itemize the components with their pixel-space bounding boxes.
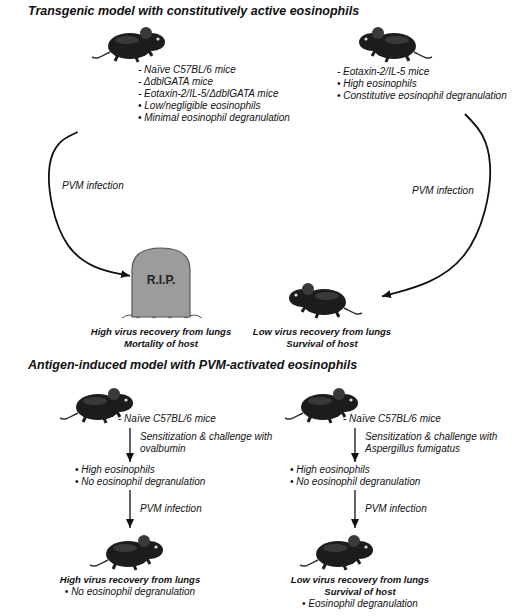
- text-block: High virus recovery from lungsMortality …: [61, 326, 261, 350]
- connector-label: Sensitization & challenge with Aspergill…: [365, 431, 515, 455]
- description-text: • High eosinophils: [75, 464, 235, 476]
- connector-label: PVM infection: [365, 503, 455, 515]
- text-block: • High eosinophils• No eosinophil degran…: [75, 464, 235, 488]
- mouse-illustration: [359, 27, 432, 62]
- description-text: • No eosinophil degranulation: [75, 476, 235, 488]
- connector-label: PVM infection: [412, 185, 492, 197]
- arrow-connector: [354, 428, 355, 462]
- text-block: Low virus recovery from lungsSurvival of…: [222, 326, 422, 350]
- text-block: High virus recovery from lungs• No eosin…: [30, 574, 230, 598]
- description-text: - Naïve C57BL/6 mice: [118, 413, 228, 425]
- description-text: • Constitutive eosinophil degranulation: [337, 90, 515, 102]
- description-text: • Eosinophil degranulation: [260, 598, 460, 610]
- description-text: - ΔdblGATA mice: [138, 76, 322, 88]
- tombstone-text: R.I.P.: [130, 274, 192, 286]
- outcome-text: Survival of host: [260, 586, 460, 598]
- connector-label: Sensitization & challenge with ovalbumin: [140, 431, 290, 455]
- outcome-group: Low virus recovery from lungsSurvival of…: [260, 528, 460, 614]
- text-block: - Naïve C57BL/6 mice- ΔdblGATA mice- Eot…: [138, 64, 322, 124]
- description-text: - Eotaxin-2/IL-5/ΔdblGATA mice: [138, 88, 322, 100]
- outcome-text: Low virus recovery from lungs: [222, 326, 422, 338]
- arrow-connector: [129, 428, 130, 462]
- outcome-text: High virus recovery from lungs: [30, 574, 230, 586]
- description-text: • Low/negligible eosinophils: [138, 100, 322, 112]
- connector-label: PVM infection: [62, 180, 142, 192]
- arrow-connector: [354, 490, 355, 528]
- mouse-illustration: [289, 283, 362, 318]
- outcome-group: High virus recovery from lungs• No eosin…: [30, 528, 230, 614]
- section-heading: Antigen-induced model with PVM-activated…: [28, 358, 357, 372]
- text-block: - Naïve C57BL/6 mice: [118, 413, 228, 425]
- description-text: • No eosinophil degranulation: [290, 476, 460, 488]
- arrow-connector: [129, 490, 130, 528]
- description-text: - Naïve C57BL/6 mice: [138, 64, 322, 76]
- text-block: - Naïve C57BL/6 mice: [343, 413, 473, 425]
- description-text: • High eosinophils: [290, 464, 460, 476]
- description-text: - Eotaxin-2/IL-5 mice: [337, 66, 515, 78]
- arrow-connector: [49, 132, 130, 276]
- state-group: • High eosinophils• No eosinophil degran…: [290, 462, 460, 490]
- mouse-illustration: [92, 27, 165, 62]
- description-text: - Naïve C57BL/6 mice: [343, 413, 473, 425]
- text-block: R.I.P.: [130, 274, 192, 286]
- text-block: Low virus recovery from lungsSurvival of…: [260, 574, 460, 610]
- text-block: - Eotaxin-2/IL-5 mice• High eosinophils•…: [337, 66, 515, 102]
- mouse-illustration: [300, 535, 373, 570]
- outcome-text: Mortality of host: [61, 338, 261, 350]
- description-text: • No eosinophil degranulation: [30, 586, 230, 598]
- description-text: • Minimal eosinophil degranulation: [138, 112, 322, 124]
- outcome-text: Survival of host: [222, 338, 422, 350]
- mouse-group: - Naïve C57BL/6 mice: [55, 383, 220, 428]
- mouse-group: - Eotaxin-2/IL-5 mice• High eosinophils•…: [325, 22, 515, 114]
- tombstone: R.I.P.High virus recovery from lungsMort…: [130, 246, 192, 318]
- mouse-group: - Naïve C57BL/6 mice- ΔdblGATA mice- Eot…: [62, 22, 324, 132]
- outcome-text: High virus recovery from lungs: [61, 326, 261, 338]
- mouse-illustration: [90, 535, 163, 570]
- arrow-connector: [382, 114, 490, 296]
- connector-label: PVM infection: [140, 503, 230, 515]
- outcome-text: Low virus recovery from lungs: [260, 574, 460, 586]
- state-group: • High eosinophils• No eosinophil degran…: [75, 462, 235, 490]
- description-text: • High eosinophils: [337, 78, 515, 90]
- section-heading: Transgenic model with constitutively act…: [28, 4, 359, 18]
- outcome-group: Low virus recovery from lungsSurvival of…: [262, 272, 382, 352]
- text-block: • High eosinophils• No eosinophil degran…: [290, 464, 460, 488]
- mouse-group: - Naïve C57BL/6 mice: [280, 383, 480, 428]
